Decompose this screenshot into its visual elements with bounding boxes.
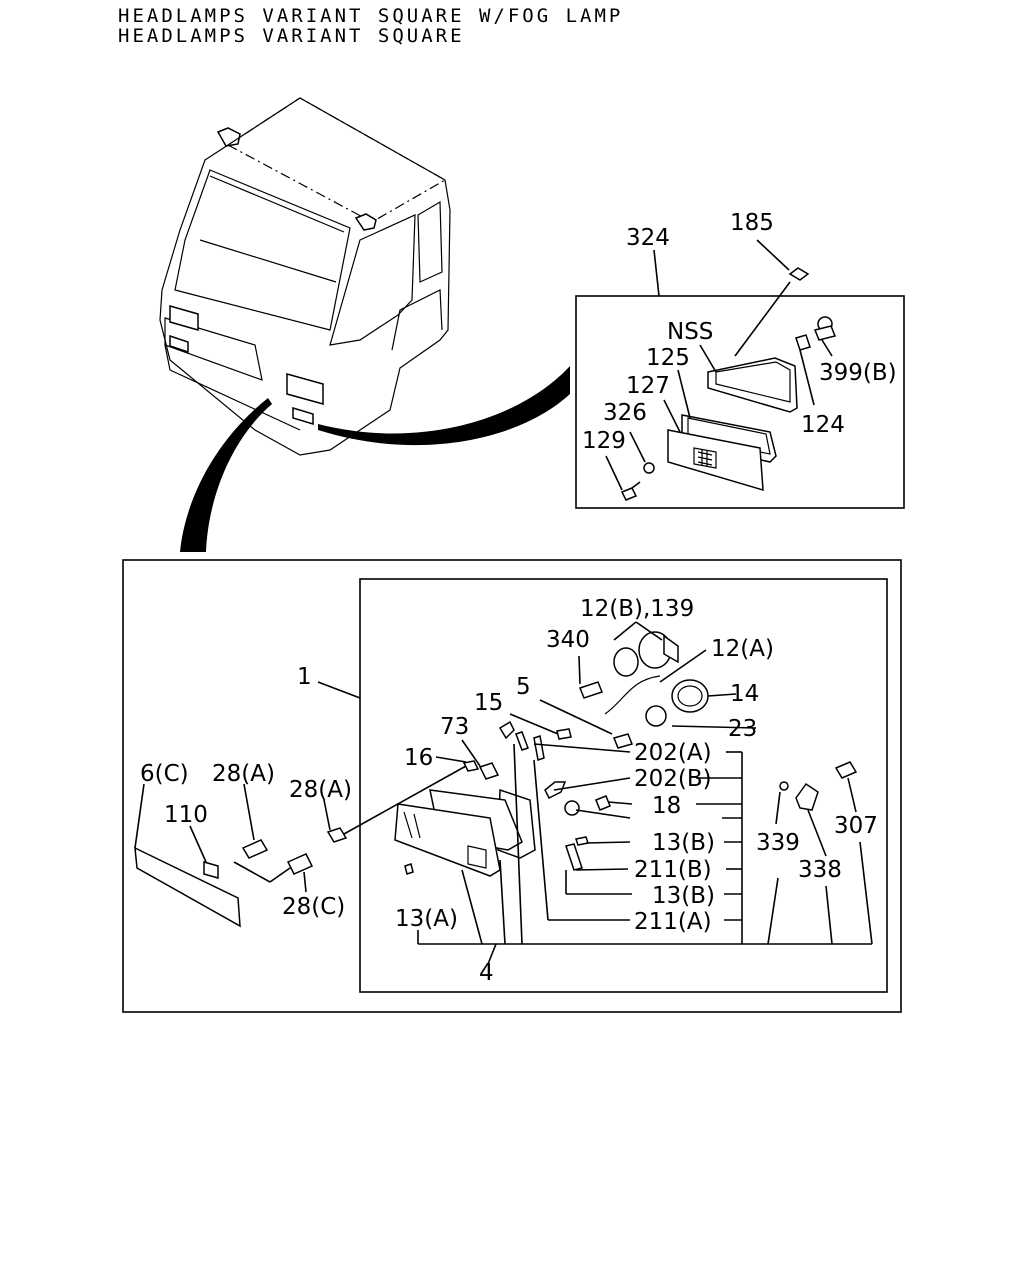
- callout-338: 338: [798, 857, 842, 883]
- callout-127: 127: [626, 373, 670, 399]
- callout-339: 339: [756, 830, 800, 856]
- callout-6c: 6(C): [140, 761, 189, 787]
- callout-13b-lower: 13(B): [652, 883, 715, 909]
- callout-5: 5: [516, 674, 531, 700]
- leader-lines: [134, 621, 873, 965]
- callout-399b: 399(B): [819, 360, 897, 386]
- callout-1: 1: [297, 664, 312, 690]
- callout-307: 307: [834, 813, 878, 839]
- callout-324: 324: [626, 225, 670, 251]
- callout-28a-mid: 28(A): [289, 777, 352, 803]
- callout-340: 340: [546, 627, 590, 653]
- fog-lamp-box: [575, 295, 905, 509]
- callout-15: 15: [474, 690, 503, 716]
- callout-202a: 202(A): [634, 740, 712, 766]
- callout-28a-left: 28(A): [212, 761, 275, 787]
- callout-326: 326: [603, 400, 647, 426]
- title-line-2: HEADLAMPS VARIANT SQUARE: [118, 25, 465, 47]
- callout-23: 23: [728, 716, 757, 742]
- callout-12b-139: 12(B),139: [580, 596, 694, 622]
- callout-4: 4: [479, 960, 494, 986]
- callout-185: 185: [730, 210, 774, 236]
- callout-14: 14: [730, 681, 759, 707]
- headlamp-outer-box: [122, 559, 902, 1013]
- callout-124: 124: [801, 412, 845, 438]
- callout-125: 125: [646, 345, 690, 371]
- callout-28c: 28(C): [282, 894, 345, 920]
- callout-18: 18: [652, 793, 681, 819]
- callout-211a: 211(A): [634, 909, 712, 935]
- callout-16: 16: [404, 745, 433, 771]
- callout-129: 129: [582, 428, 626, 454]
- callout-nss: NSS: [667, 319, 713, 345]
- callout-110: 110: [164, 802, 208, 828]
- zoom-arrow-left: [180, 398, 272, 552]
- callout-12a: 12(A): [711, 636, 774, 662]
- title-block: HEADLAMPS VARIANT SQUARE W/FOG LAMP HEAD…: [118, 6, 623, 46]
- callout-202b: 202(B): [634, 766, 712, 792]
- title-line-1: HEADLAMPS VARIANT SQUARE W/FOG LAMP: [118, 5, 624, 27]
- truck-cab-illustration: [159, 97, 451, 456]
- callout-73: 73: [440, 714, 469, 740]
- callout-211b: 211(B): [634, 857, 712, 883]
- fog-lamp-parts: [620, 267, 837, 501]
- headlamp-parts: [134, 631, 858, 928]
- callout-13a: 13(A): [395, 906, 458, 932]
- zoom-arrow-right: [318, 366, 570, 446]
- headlamp-inner-box: [359, 578, 888, 993]
- callout-13b-upper: 13(B): [652, 830, 715, 856]
